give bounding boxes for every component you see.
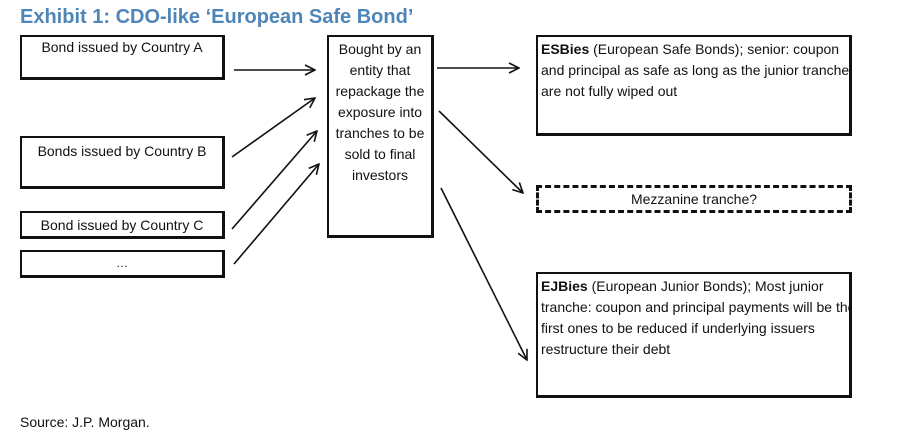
repackager-line: investors bbox=[351, 167, 409, 183]
junior-tranche-line: first ones to be reduced if underlying i… bbox=[541, 320, 815, 336]
bond-country-b-box: Bonds issued by Country B bbox=[20, 136, 225, 189]
arrow-c-to-repackager bbox=[231, 131, 317, 230]
senior-tranche-name: ESBies bbox=[541, 41, 590, 57]
repackaging-entity-box: Bought by an entity that repackage the e… bbox=[327, 35, 434, 238]
bond-country-a-label: Bond issued by Country A bbox=[41, 39, 203, 55]
repackager-line: sold to final bbox=[344, 146, 416, 162]
junior-tranche-line: (European Junior Bonds); Most junior bbox=[587, 278, 824, 294]
bond-country-c-box: Bond issued by Country C bbox=[20, 211, 225, 239]
junior-tranche-line: tranche: coupon and principal payments w… bbox=[541, 299, 852, 315]
repackager-line: tranches to be bbox=[335, 125, 425, 141]
bond-country-a-box: Bond issued by Country A bbox=[20, 35, 225, 80]
mezzanine-tranche-box: Mezzanine tranche? bbox=[536, 185, 852, 213]
bond-country-b-label: Bonds issued by Country B bbox=[37, 143, 207, 159]
arrow-b-to-repackager bbox=[231, 98, 315, 158]
junior-tranche-name: EJBies bbox=[541, 278, 588, 294]
repackager-line: repackage the bbox=[335, 83, 425, 99]
senior-tranche-line: are not fully wiped out bbox=[541, 83, 678, 99]
arrow-repackager-to-mezzanine bbox=[438, 110, 523, 193]
source-note: Source: J.P. Morgan. bbox=[20, 414, 150, 430]
mezzanine-tranche-label: Mezzanine tranche? bbox=[630, 191, 758, 207]
arrow-repackager-to-junior bbox=[440, 187, 527, 360]
senior-tranche-line: (European Safe Bonds); senior: coupon bbox=[589, 41, 840, 57]
senior-tranche-box: ESBies (European Safe Bonds); senior: co… bbox=[536, 35, 852, 136]
more-bonds-box: … bbox=[20, 250, 225, 278]
junior-tranche-line: restructure their debt bbox=[541, 341, 671, 357]
more-bonds-label: … bbox=[116, 256, 128, 270]
exhibit-title: Exhibit 1: CDO-like ‘European Safe Bond’ bbox=[20, 6, 414, 28]
repackager-line: exposure into bbox=[337, 104, 423, 120]
arrow-more-to-repackager bbox=[233, 164, 319, 265]
bond-country-c-label: Bond issued by Country C bbox=[40, 217, 204, 233]
senior-tranche-line: and principal as safe as long as the jun… bbox=[541, 62, 852, 78]
repackager-line: Bought by an bbox=[338, 41, 422, 57]
repackager-line: entity that bbox=[349, 62, 411, 78]
junior-tranche-box: EJBies (European Junior Bonds); Most jun… bbox=[536, 272, 852, 398]
